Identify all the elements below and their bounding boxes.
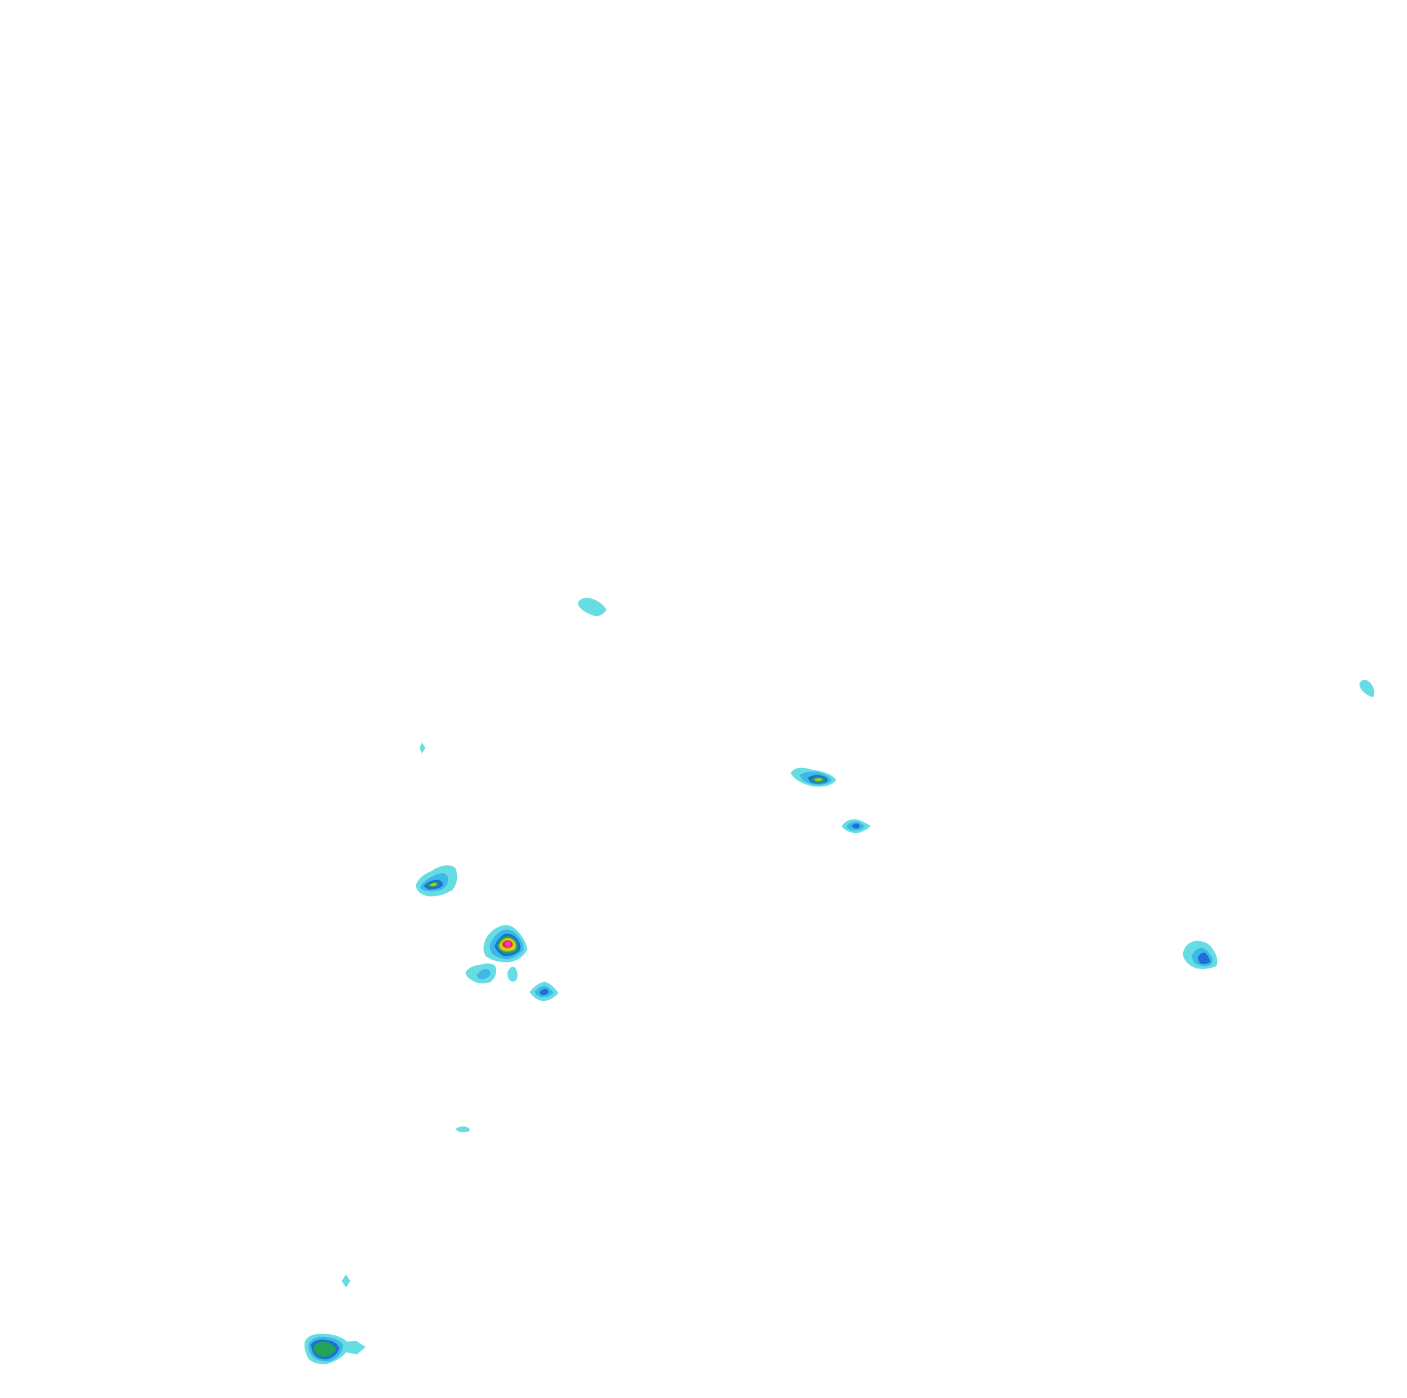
contour-cell	[465, 963, 518, 984]
contour-level-9	[504, 941, 512, 947]
contour-cell	[304, 1333, 366, 1365]
contour-cell	[455, 1126, 470, 1133]
contour-level-1	[577, 597, 607, 617]
contour-cell	[577, 597, 607, 617]
contour-level-3	[851, 823, 860, 829]
contour-cell	[1359, 679, 1375, 698]
contour-level-5	[429, 882, 437, 887]
contour-level-3	[539, 988, 549, 996]
contour-level-2	[476, 968, 491, 980]
contour-level-3	[1197, 952, 1211, 965]
contour-level-5	[814, 778, 823, 782]
contour-cell	[341, 1274, 351, 1288]
contour-level-1	[341, 1274, 351, 1288]
contour-cell	[415, 865, 458, 897]
contour-level-1	[419, 742, 426, 754]
contour-level-1	[507, 966, 518, 982]
contour-cell	[419, 742, 426, 754]
contour-level-4	[313, 1341, 337, 1358]
contour-cell	[483, 925, 528, 963]
contour-cell	[790, 767, 837, 787]
contour-cell	[1182, 940, 1218, 969]
contour-level-1	[1359, 679, 1375, 698]
contour-cell	[529, 981, 559, 1002]
contour-cell	[841, 819, 871, 834]
contour-level-1	[455, 1126, 470, 1133]
